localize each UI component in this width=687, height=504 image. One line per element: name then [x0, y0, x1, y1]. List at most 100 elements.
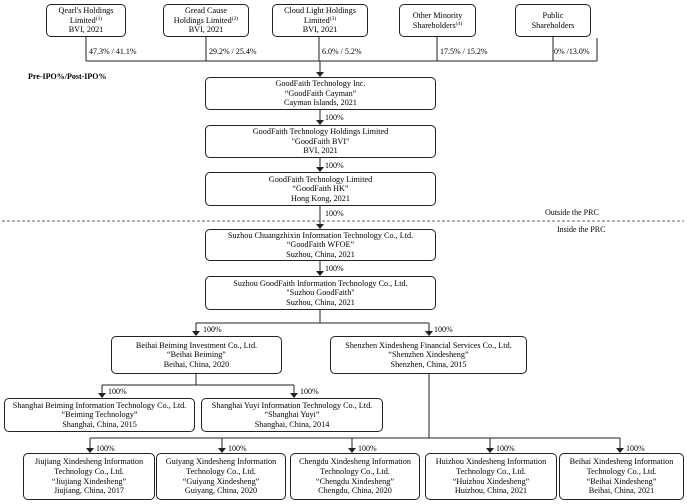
entity-short-name: “Beihai Xindesheng”	[586, 476, 657, 486]
entity-short-name: “GoodFaith WFOE”	[286, 240, 355, 250]
entity-place: Hong Kong, 2021	[291, 193, 350, 203]
ownership-pct: 100%	[228, 444, 247, 453]
entity-short-name: "Suzhou GoodFaith"	[286, 288, 355, 298]
shareholder-name-line: Cloud Light Holdings	[284, 6, 356, 16]
entity-box-huizhou-xindesheng: Huizhou Xindesheng Information Technolog…	[425, 453, 557, 500]
entity-box-beiming-technology: Shanghai Beiming Information Technology …	[4, 398, 195, 432]
entity-name: GoodFaith Technology Inc.	[275, 79, 366, 89]
entity-place: Cayman Islands, 2021	[284, 98, 357, 108]
footnote-ref: (1)	[95, 15, 103, 22]
ownership-pct: 100%	[358, 444, 377, 453]
entity-place: Beihai, China, 2020	[163, 359, 230, 369]
shareholder-name-line: Limited(1)	[70, 16, 102, 26]
entity-place: BVI, 2021	[303, 146, 338, 156]
entity-short-name: “Guiyang Xindesheng”	[182, 476, 260, 486]
shareholder-name-line: Shareholders(4)	[413, 21, 462, 31]
ownership-pct: 100%	[325, 161, 344, 170]
shareholder-box-gread-cause: Gread Cause Holdings Limited(2) BVI, 202…	[163, 4, 249, 37]
ownership-pct: 100%	[626, 444, 645, 453]
entity-name: GoodFaith Technology Limited	[268, 174, 373, 184]
entity-box-shanghai-yuyi: Shanghai Yuyi Information Technology Co.…	[201, 398, 383, 432]
inside-prc-label: Inside the PRC	[557, 225, 606, 234]
entity-name: Beihai Beiming Investment Co., Ltd.	[135, 340, 258, 350]
entity-short-name: “Jiujiang Xindesheng”	[51, 476, 127, 486]
shareholder-name-line2: Shareholders	[531, 20, 575, 30]
entity-box-shenzhen-xindesheng: Shenzhen Xindesheng Financial Services C…	[330, 336, 527, 374]
entity-name: Suzhou Chuangzhixin Information Technolo…	[227, 230, 414, 240]
shareholder-box-qearls: Qearl's Holdings Limited(1) BVI, 2021	[46, 4, 126, 37]
shareholder-name-line2: Holdings Limited	[173, 15, 232, 25]
shareholder-name-line: Other Minority	[412, 10, 463, 20]
entity-place: Shenzhen, China, 2015	[390, 359, 467, 369]
ownership-pct: 100%	[300, 387, 319, 396]
entity-name: Shanghai Beiming Information Technology …	[12, 400, 187, 410]
shareholding-pct: 47.3% / 41.1%	[89, 47, 137, 56]
entity-short-name: “Beihai Beiming”	[167, 350, 226, 360]
entity-name: Chengdu Xindesheng Information	[299, 457, 411, 467]
shareholder-name-line2: Limited	[303, 15, 330, 25]
outside-prc-label: Outside the PRC	[545, 208, 599, 217]
entity-name-cont: Technology Co., Ltd.	[586, 466, 657, 476]
shareholding-pct: 29.2% / 25.4%	[209, 47, 257, 56]
entity-name-cont: Technology Co., Ltd.	[320, 466, 390, 476]
entity-box-guiyang-xindesheng: Guiyang Xindesheng Information Technolog…	[156, 453, 286, 500]
entity-place: Shanghai, China, 2014	[254, 419, 330, 429]
shareholder-name-line: Limited(3)	[304, 16, 336, 26]
footnote-ref: (4)	[455, 20, 463, 27]
entity-name: Suzhou GoodFaith Information Technology …	[233, 278, 408, 288]
entity-name: GoodFaith Technology Holdings Limited	[252, 127, 389, 137]
entity-name: Shanghai Yuyi Information Technology Co.…	[211, 400, 373, 410]
shareholder-name-line: Qearl's Holdings	[58, 6, 114, 16]
entity-short-name: “Chengdu Xindesheng”	[316, 476, 394, 486]
shareholder-name-line: Public	[542, 10, 564, 20]
entity-short-name: “Huizhou Xindesheng”	[452, 476, 530, 486]
entity-box-suzhou-goodfaith: Suzhou GoodFaith Information Technology …	[205, 276, 436, 310]
shareholder-name-line2: Limited	[69, 15, 96, 25]
shareholding-pct: 6.0% / 5.2%	[322, 47, 362, 56]
entity-name: Beihai Xindesheng Information	[569, 457, 674, 467]
entity-name: Huizhou Xindesheng Information	[435, 457, 547, 467]
shareholder-box-other-minority: Other Minority Shareholders(4)	[399, 4, 476, 37]
entity-box-beihai-beiming: Beihai Beiming Investment Co., Ltd. “Bei…	[111, 336, 282, 374]
shareholder-name-line: Gread Cause	[184, 6, 228, 16]
ownership-pct: 100%	[108, 387, 127, 396]
entity-short-name: “Shanghai Yuyi”	[264, 410, 320, 420]
shareholder-place: BVI, 2021	[68, 25, 104, 35]
entity-place: Chengdu, China, 2020	[318, 486, 392, 496]
ownership-pct: 100%	[325, 264, 344, 273]
ownership-pct: 100%	[434, 325, 453, 334]
ownership-pct: 100%	[325, 113, 344, 122]
entity-place: Suzhou, China, 2021	[286, 249, 355, 259]
entity-place: Beihai, China, 2021	[588, 486, 655, 496]
entity-place: Suzhou, China, 2021	[286, 297, 355, 307]
entity-short-name: “GoodFaith Cayman”	[284, 88, 357, 98]
ownership-pct: 100%	[496, 444, 515, 453]
entity-box-jiujiang-xindesheng: Jiujiang Xindesheng Information Technolo…	[23, 453, 155, 500]
shareholder-place: BVI, 2021	[302, 25, 338, 35]
entity-place: Huizhou, China, 2021	[454, 486, 528, 496]
entity-name: Shenzhen Xindesheng Financial Services C…	[345, 340, 512, 350]
entity-place: Jiujiang, China, 2017	[53, 486, 125, 496]
entity-short-name: “Beiming Technology”	[61, 410, 138, 420]
entity-box-goodfaith-cayman: GoodFaith Technology Inc. “GoodFaith Cay…	[205, 77, 436, 110]
ownership-pct: 100%	[96, 444, 115, 453]
entity-short-name: "GoodFaith BVI"	[291, 136, 350, 146]
shareholder-name-line2: Shareholders	[412, 20, 456, 30]
entity-short-name: “GoodFaith HK”	[292, 184, 349, 194]
shareholder-box-public: Public Shareholders	[515, 4, 591, 37]
entity-short-name: “Shenzhen Xindesheng”	[388, 350, 469, 360]
entity-name: Guiyang Xindesheng Information	[165, 457, 277, 467]
entity-box-beihai-xindesheng: Beihai Xindesheng Information Technology…	[559, 453, 684, 500]
shareholder-place: BVI, 2021	[188, 25, 224, 35]
footnote-ref: (3)	[329, 15, 337, 22]
footnote-ref: (2)	[231, 15, 239, 22]
shareholding-pct: 0% /13.0%	[554, 47, 590, 56]
entity-name: Jiujiang Xindesheng Information	[34, 457, 144, 467]
ownership-pct: 100%	[203, 325, 222, 334]
entity-box-goodfaith-wfoe: Suzhou Chuangzhixin Information Technolo…	[205, 229, 436, 261]
shareholding-pct: 17.5% / 15.2%	[440, 47, 488, 56]
entity-box-goodfaith-hk: GoodFaith Technology Limited “GoodFaith …	[205, 172, 436, 206]
entity-box-chengdu-xindesheng: Chengdu Xindesheng Information Technolog…	[290, 453, 420, 500]
ownership-pct: 100%	[325, 209, 344, 218]
